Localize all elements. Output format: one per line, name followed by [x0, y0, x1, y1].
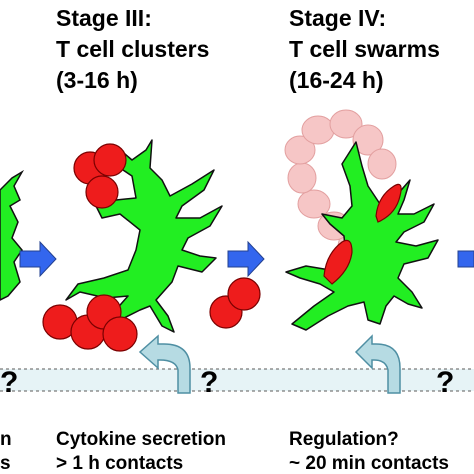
t-cell-cluster-bottom-left	[42, 294, 138, 352]
feedback-arrow-stage4	[354, 334, 401, 394]
question-mark-left: ?	[0, 366, 18, 399]
stage4-subtitle: T cell swarms	[289, 36, 440, 62]
question-mark-right: ?	[436, 366, 454, 399]
t-cell-swarm	[323, 183, 402, 285]
dendritic-cell-stage3	[65, 139, 223, 333]
t-cell	[85, 175, 119, 209]
t-cell	[323, 239, 353, 285]
stage4-time: (16-24 h)	[289, 67, 384, 93]
stage3-title: Stage III:	[56, 5, 152, 31]
dendritic-cell-stage2-partial	[0, 169, 25, 301]
stage3-note-contacts: > 1 h contacts	[56, 453, 184, 474]
t-cell	[102, 316, 138, 352]
t-cell	[93, 143, 127, 177]
t-cell	[227, 277, 261, 311]
timeline-band	[0, 368, 474, 392]
stage2-note2-partial: s	[0, 453, 11, 474]
question-mark-middle: ?	[200, 366, 218, 399]
t-cell-cluster-right	[209, 277, 261, 329]
t-cell	[375, 183, 402, 223]
feedback-arrow-stage3	[138, 334, 191, 394]
stage3-note-cytokine: Cytokine secretion	[56, 429, 226, 450]
t-cell-cluster-top	[73, 143, 127, 209]
stage4-note-regulation: Regulation?	[289, 429, 399, 450]
stage4-note-contacts: ~ 20 min contacts	[289, 453, 449, 474]
progress-arrow-middle	[227, 240, 265, 278]
progress-arrow-left	[19, 240, 57, 278]
progress-arrow-right	[457, 250, 474, 268]
stage4-title: Stage IV:	[289, 5, 387, 31]
stage3-subtitle: T cell clusters	[56, 36, 210, 62]
stage2-note1-partial: n	[0, 429, 12, 450]
stage3-time: (3-16 h)	[56, 67, 138, 93]
